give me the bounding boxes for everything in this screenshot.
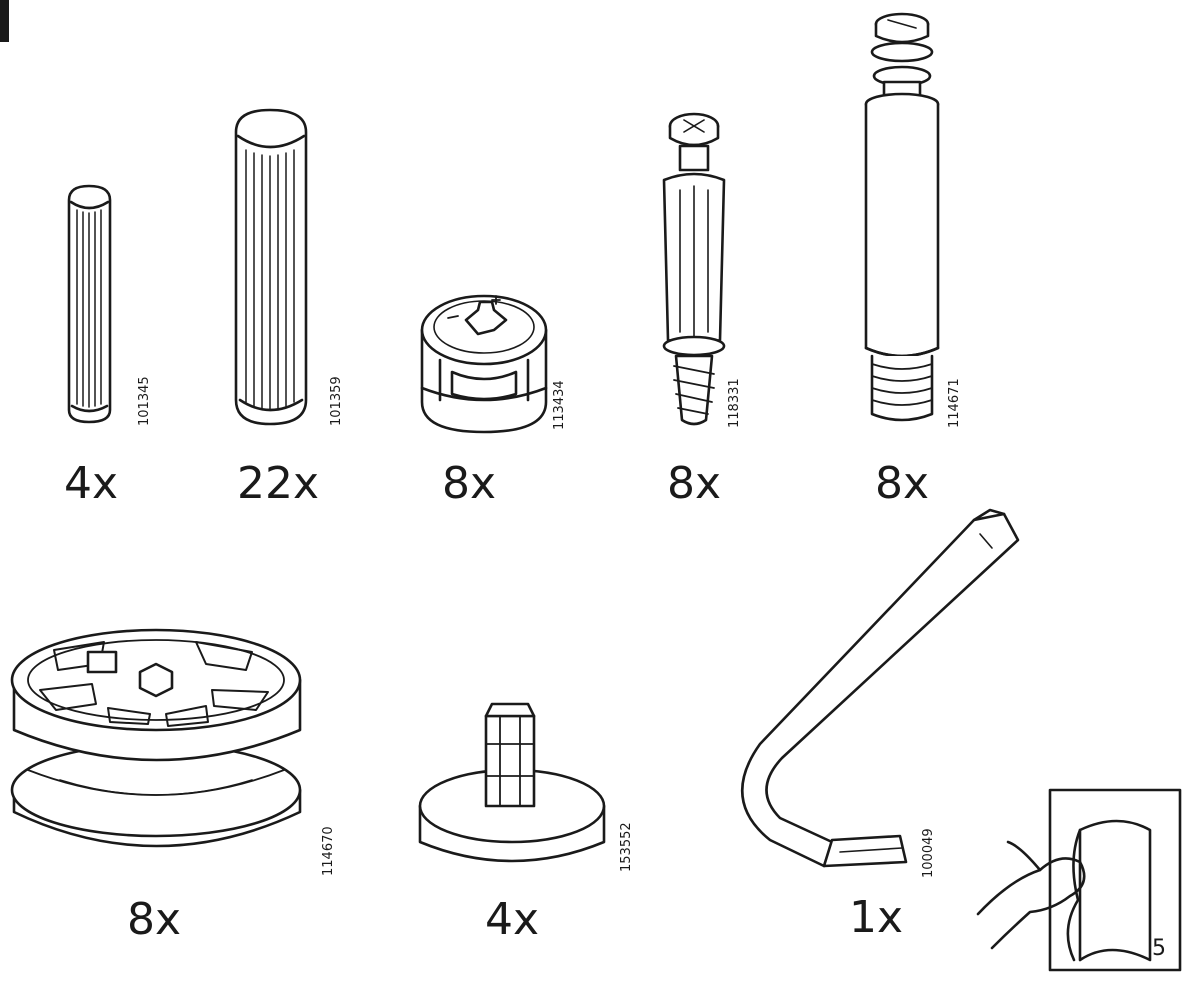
part-article-number: 101359 bbox=[329, 376, 344, 426]
part-quantity: 8x bbox=[874, 458, 930, 509]
connector-bolt-icon bbox=[864, 12, 940, 422]
plastic-foot-icon bbox=[418, 702, 606, 863]
part-quantity: 4x bbox=[63, 458, 119, 509]
part-quantity: 4x bbox=[484, 894, 540, 945]
cam-bolt-icon bbox=[662, 112, 726, 426]
part-article-number: 100049 bbox=[921, 828, 936, 878]
cam-lock-icon bbox=[420, 294, 548, 434]
part-article-number: 113434 bbox=[552, 380, 567, 430]
part-quantity: 8x bbox=[441, 458, 497, 509]
part-article-number: 114671 bbox=[947, 378, 962, 428]
part-quantity: 8x bbox=[666, 458, 722, 509]
round-cam-fitting-icon bbox=[10, 628, 302, 848]
small-dowel-icon bbox=[67, 184, 112, 424]
allen-key-icon bbox=[740, 508, 1020, 868]
part-quantity: 22x bbox=[236, 458, 320, 509]
part-quantity: 8x bbox=[126, 894, 182, 945]
page-number: 5 bbox=[1152, 936, 1166, 961]
corner-mark bbox=[0, 0, 9, 42]
part-article-number: 118331 bbox=[727, 378, 742, 428]
large-dowel-icon bbox=[234, 108, 308, 426]
part-quantity: 1x bbox=[848, 892, 904, 943]
part-article-number: 101345 bbox=[137, 376, 152, 426]
part-article-number: 153552 bbox=[619, 822, 634, 872]
part-article-number: 114670 bbox=[321, 826, 336, 876]
turn-page-icon bbox=[976, 788, 1182, 972]
